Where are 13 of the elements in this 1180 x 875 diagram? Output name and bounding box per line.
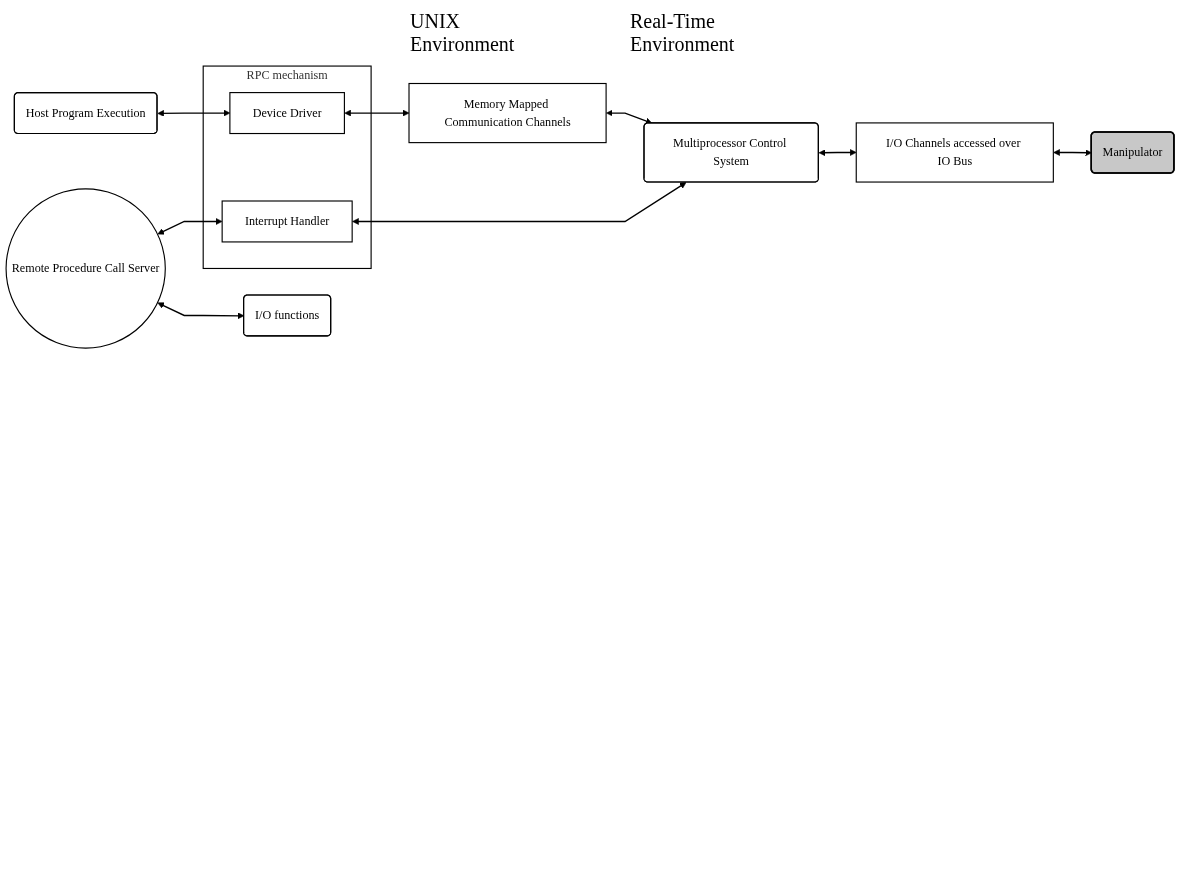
node-circle: Remote Procedure Call Server (5, 188, 166, 349)
arrow (344, 109, 410, 117)
arrow (818, 149, 857, 157)
arrow (606, 109, 653, 125)
node-box: Memory Mapped Communication Channels (408, 82, 607, 144)
environment-label: UNIX Environment (410, 10, 516, 56)
node-box: Device Driver (229, 92, 345, 135)
node-box: Interrupt Handler (221, 200, 353, 243)
environment-label: Real-Time Environment (630, 10, 736, 56)
arrow (1053, 149, 1092, 157)
node-box: I/O Channels accessed over IO Bus (855, 122, 1054, 183)
arrow (352, 182, 687, 225)
arrow (157, 218, 223, 235)
